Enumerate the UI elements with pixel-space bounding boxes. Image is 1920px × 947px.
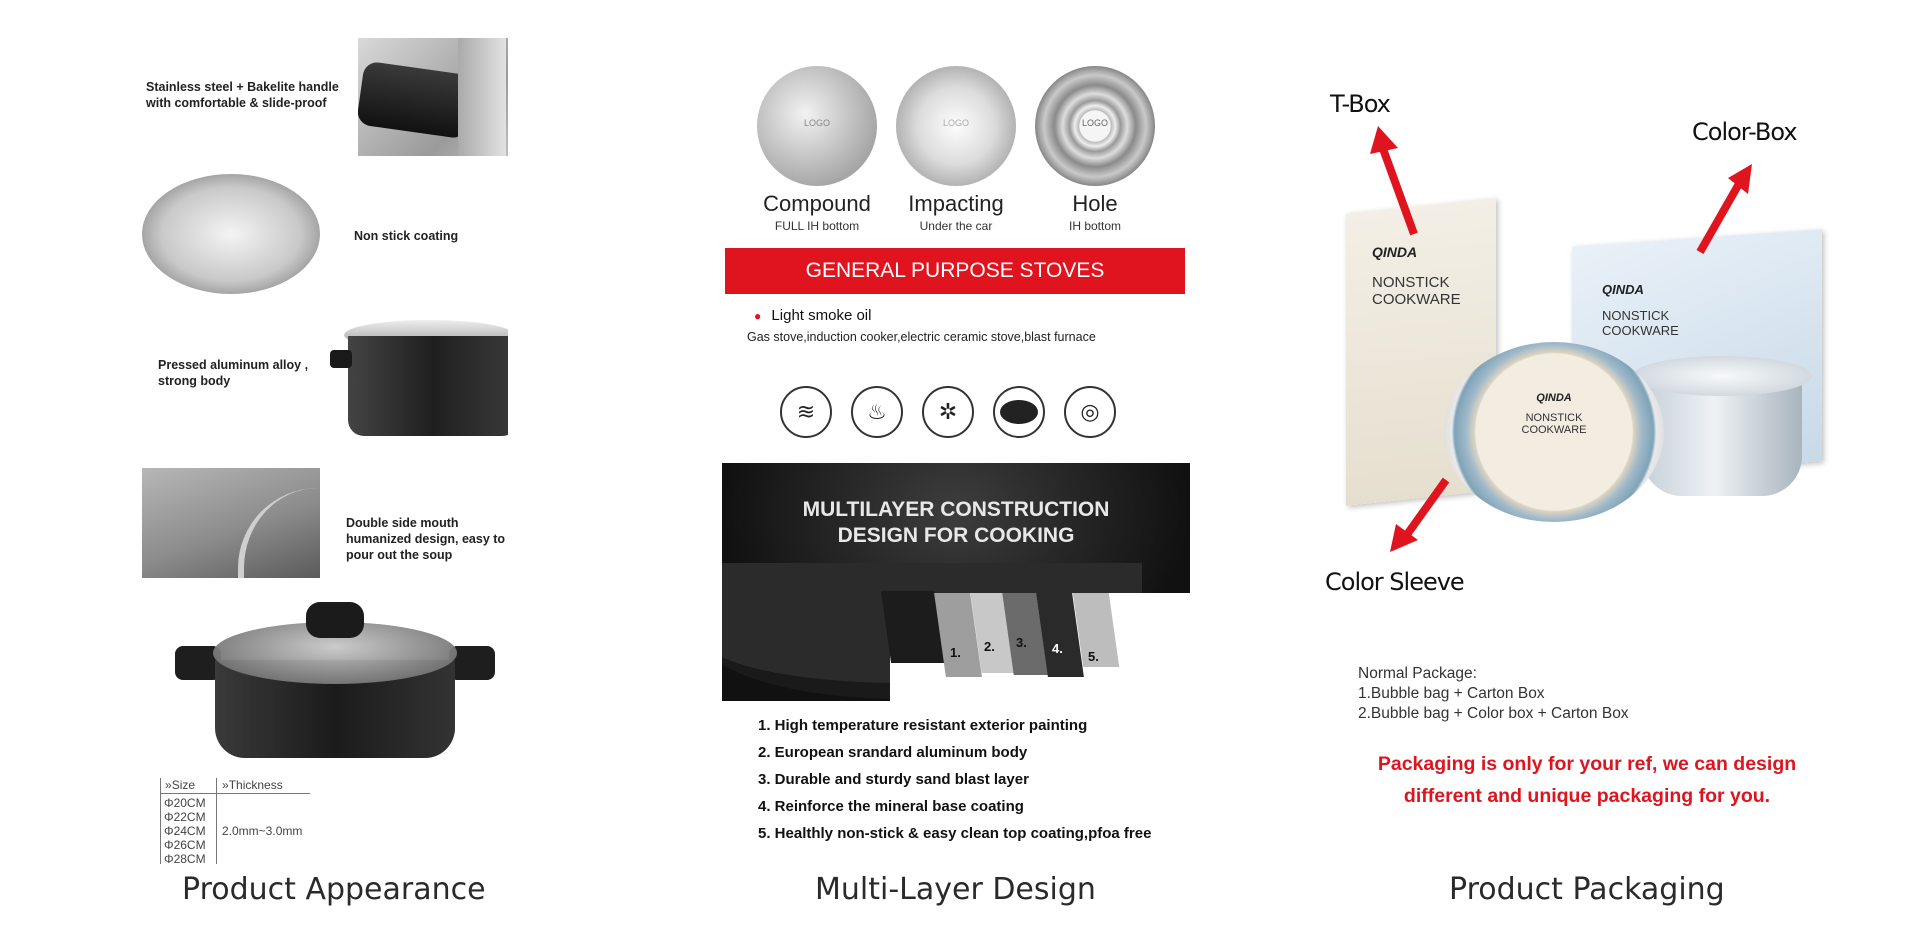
impacting-sub: Under the car [919,219,993,233]
construction-title: MULTILAYER CONSTRUCTION DESIGN FOR COOKI… [722,497,1190,549]
tbox-title-line-2: COOKWARE [1372,291,1461,308]
layer-number-2: 2. [984,639,995,654]
size-table: »Size »Thickness Φ20CM Φ22CM Φ24CM Φ26CM… [160,778,320,866]
radiant-stove-icon: ◎ [1064,386,1116,438]
pan-title: NONSTICK COOKWARE [1521,412,1587,436]
smoke-oil-line: ● Light smoke oil [754,307,871,324]
hole-bottom-image: LOGO [1035,66,1155,186]
body-photo [330,314,508,436]
logo-mark: LOGO [803,118,830,128]
tbox-title-line-1: NONSTICK [1372,274,1450,291]
induction-coil-icon: ≋ [780,386,832,438]
packaging-note: Packaging is only for your ref, we can d… [1327,748,1847,812]
thickness-header: Thickness [228,778,283,792]
packaging-note-line-1: Packaging is only for your ref, we can d… [1377,753,1797,775]
hole-sub: IH bottom [1068,219,1122,233]
construction-title-line-2: DESIGN FOR COOKING [837,524,1075,547]
size-row: Φ24CM [164,824,206,838]
hole-title: Hole [1072,191,1118,216]
tbox-brand: QINDA [1372,244,1418,260]
feature-item: 3. Durable and sturdy sand blast layer [758,771,1029,788]
handle-photo [358,38,508,156]
body-text: Pressed aluminum alloy , strong body [158,358,309,388]
logo-mark: LOGO [942,118,969,128]
feature-item: 1. High temperature resistant exterior p… [758,717,1088,734]
multilayer-construction-image: MULTILAYER CONSTRUCTION DESIGN FOR COOKI… [722,463,1190,701]
logo-mark: LOGO [1081,118,1108,128]
thickness-value: 2.0mm~3.0mm [222,824,303,838]
coating-text: Non stick coating [354,229,459,243]
bullet-icon: ● [754,309,762,323]
impacting-title: Impacting [908,191,1004,216]
compound-sub: FULL IH bottom [774,219,860,233]
hole-label: Hole IH bottom [1025,191,1165,233]
feature-item: 5. Healthly non-stick & easy clean top c… [758,825,1152,842]
mouth-photo [142,468,320,578]
colorbox-title-line-2: COOKWARE [1602,323,1679,338]
tbox-label: T-Box [1330,90,1391,118]
normal-package-title: Normal Package: [1358,665,1477,682]
casserole-pot-image [175,600,495,760]
compound-label: Compound FULL IH bottom [747,191,887,233]
layer-number-5: 5. [1088,649,1099,664]
mouth-text: Double side mouth humanized design, easy… [346,516,506,562]
construction-title-line-1: MULTILAYER CONSTRUCTION [802,498,1110,521]
feature-item: 2. European srandard aluminum body [758,744,1028,761]
size-row: Φ20CM [164,796,206,810]
layer-number-1: 1. [950,645,961,660]
ceramic-plate-icon [993,386,1045,438]
layer-number-3: 3. [1016,635,1027,650]
impacting-label: Impacting Under the car [886,191,1026,233]
normal-package: Normal Package: 1.Bubble bag + Carton Bo… [1358,664,1629,724]
packaging-caption: Product Packaging [1449,872,1725,907]
tbox-title: NONSTICK COOKWARE [1372,274,1461,308]
pan-brand: QINDA [1536,392,1572,404]
gas-burner-icon: ✲ [922,386,974,438]
stoves-text: Gas stove,induction cooker,electric cera… [747,330,1096,344]
layer-number-4: 4. [1052,641,1063,656]
appearance-caption: Product Appearance [182,872,486,907]
sleeve-arrow-icon [1390,477,1450,552]
smoke-oil-label: Light smoke oil [771,307,872,324]
size-row: Φ28CM [164,852,206,866]
compound-title: Compound [763,191,871,216]
coating-photo [142,174,320,294]
sleeve-label: Color Sleeve [1325,568,1465,596]
compound-bottom-image: LOGO [757,66,877,186]
size-row: Φ22CM [164,810,206,824]
colorbox-label: Color-Box [1692,118,1798,146]
normal-package-line: 2.Bubble bag + Color box + Carton Box [1358,705,1629,722]
size-header: Size [171,778,196,792]
feature-item: 4. Reinforce the mineral base coating [758,798,1024,815]
colorbox-arrow-icon [1696,164,1752,254]
handle-text: Stainless steel + Bakelite handle with c… [146,80,339,110]
general-stoves-banner: GENERAL PURPOSE STOVES [725,248,1185,294]
colorbox-title: NONSTICK COOKWARE [1602,308,1679,338]
size-row: Φ26CM [164,838,206,852]
tbox-arrow-icon [1370,126,1418,236]
colorbox-title-line-1: NONSTICK [1602,308,1670,323]
flame-icon: ♨ [851,386,903,438]
impacting-bottom-image: LOGO [896,66,1016,186]
multilayer-caption: Multi-Layer Design [815,872,1096,907]
normal-package-line: 1.Bubble bag + Carton Box [1358,685,1545,702]
packaging-note-line-2: different and unique packaging for you. [1403,785,1771,807]
packaging-photo: QINDA NONSTICK COOKWARE QINDA NONSTICK C… [1332,190,1832,528]
colorbox-brand: QINDA [1602,282,1644,297]
